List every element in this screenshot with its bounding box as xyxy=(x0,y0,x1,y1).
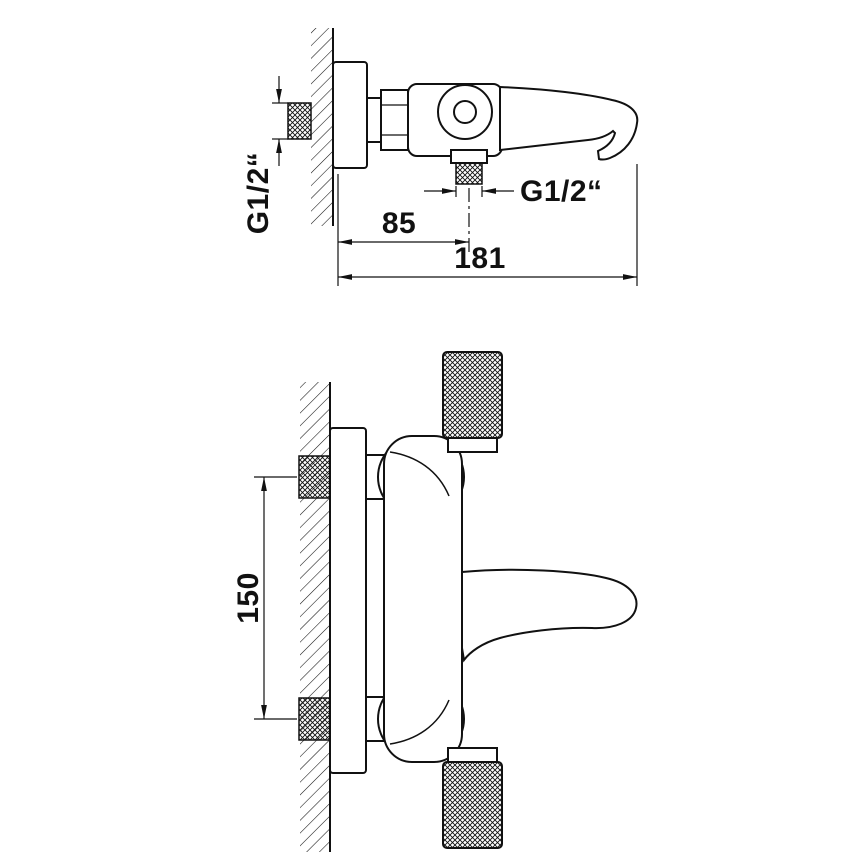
inlet-thread-lower xyxy=(298,697,331,741)
hex-nut-facet-lines xyxy=(381,104,408,136)
hex-nut xyxy=(380,89,409,151)
inlet-thread-upper xyxy=(298,455,331,499)
wall-plate-top-view xyxy=(332,61,368,169)
wall-hatch-top xyxy=(311,28,333,226)
front-view xyxy=(298,351,638,852)
spout xyxy=(499,85,639,161)
label-dim-150: 150 xyxy=(232,572,265,624)
label-dim-85: 85 xyxy=(382,207,416,240)
top-view-dimensions xyxy=(272,76,638,286)
wall-hatch-front xyxy=(300,382,330,852)
wall-plate-front xyxy=(329,427,367,774)
union-lower-curve xyxy=(389,699,450,745)
knurled-cap-upper xyxy=(442,351,503,439)
diverter-knob xyxy=(437,84,493,140)
outlet-thread xyxy=(455,162,483,185)
front-view-dimensions xyxy=(254,476,297,720)
label-dim-181: 181 xyxy=(454,242,506,275)
outlet-flange xyxy=(450,149,488,164)
knurled-cap-lower xyxy=(442,761,503,849)
label-wall-thread: G1/2“ xyxy=(242,152,275,235)
cap-collar-upper xyxy=(447,437,498,453)
cap-collar-lower xyxy=(447,747,498,763)
top-view xyxy=(287,28,639,252)
mixer-body-front xyxy=(383,435,463,763)
wall-inlet-thread-top-view xyxy=(287,102,312,140)
union-upper-curve xyxy=(389,451,450,497)
lever-handle xyxy=(461,568,638,663)
diverter-knob-center xyxy=(453,100,477,124)
label-outlet-thread: G1/2“ xyxy=(520,175,603,208)
connector-shaft xyxy=(366,97,382,143)
